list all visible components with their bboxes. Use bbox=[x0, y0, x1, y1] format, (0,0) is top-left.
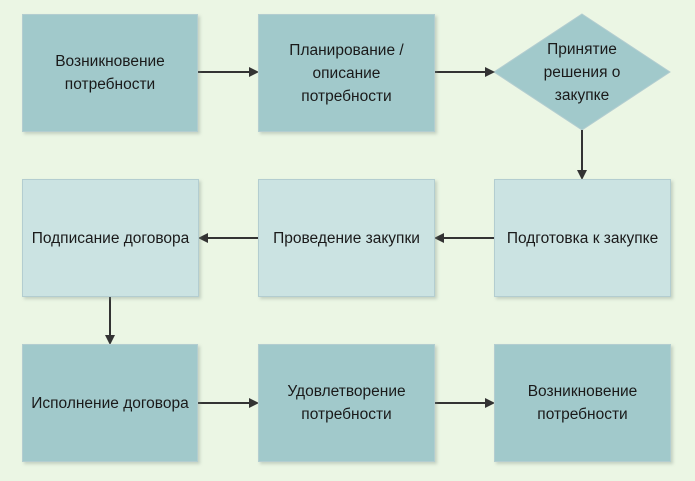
node-purchase-execution: Проведение закупки bbox=[258, 179, 435, 297]
node-need-satisfaction: Удовлетворение потребности bbox=[258, 344, 435, 462]
node-need-planning: Планирование / описание потребности bbox=[258, 14, 435, 132]
node-contract-execution: Исполнение договора bbox=[22, 344, 198, 462]
node-contract-signing: Подписание договора bbox=[22, 179, 199, 297]
node-need-emergence-repeat: Возникновение потребности bbox=[494, 344, 671, 462]
node-purchase-decision: Принятие решения о закупке bbox=[543, 40, 621, 104]
node-need-emergence: Возникновение потребности bbox=[22, 14, 198, 132]
node-purchase-preparation: Подготовка к закупке bbox=[494, 179, 671, 297]
